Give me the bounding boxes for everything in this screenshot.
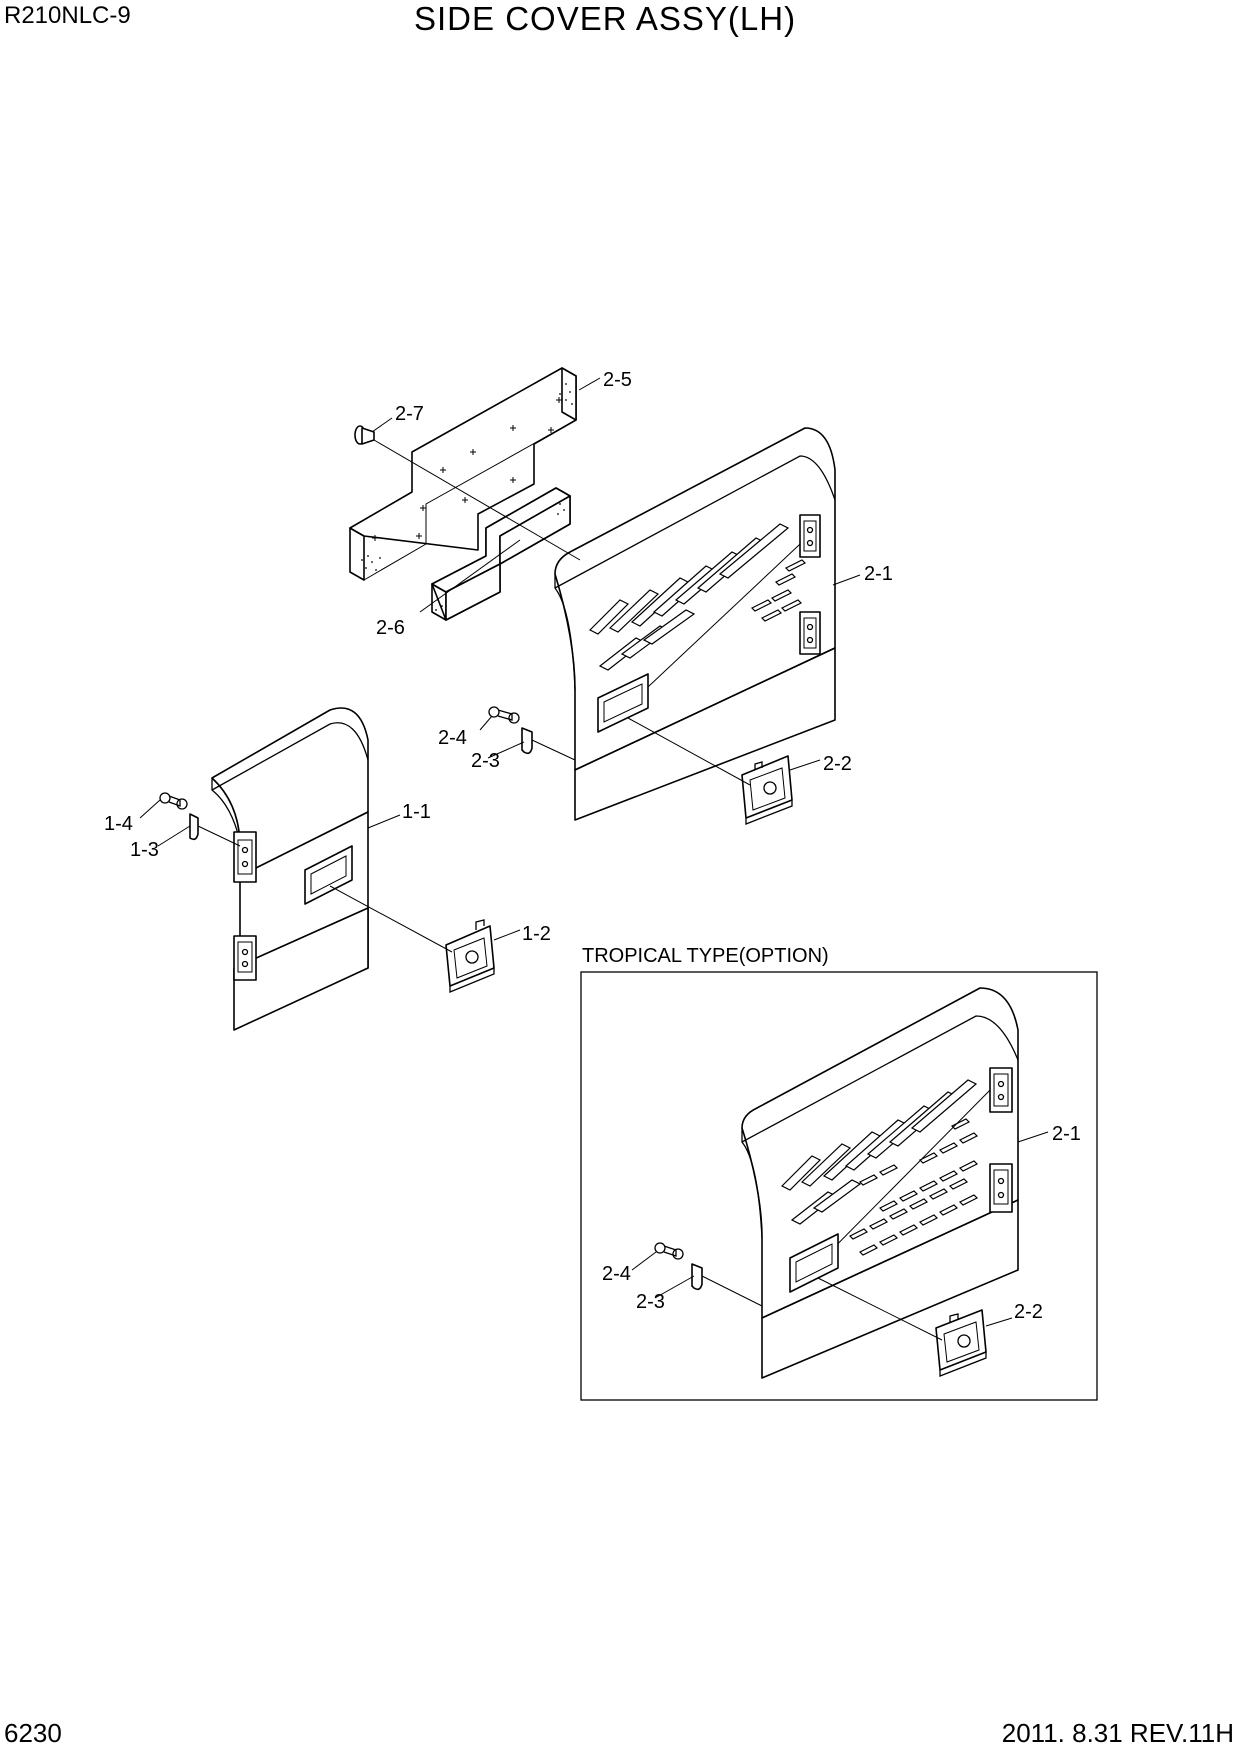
handle-recess-2-1 bbox=[597, 673, 649, 733]
bolt-tropical-2-4 bbox=[654, 1242, 684, 1260]
hinge-lower-tropical bbox=[989, 1163, 1013, 1213]
vent-slots-tropical-perforated bbox=[848, 1118, 979, 1256]
clip-tropical-2-3 bbox=[691, 1263, 703, 1291]
callout-2-6: 2-6 bbox=[376, 617, 405, 639]
model-number: R210NLC-9 bbox=[4, 2, 131, 29]
callout-1-4: 1-4 bbox=[104, 813, 133, 835]
vent-slots-perforated bbox=[750, 559, 807, 622]
tropical-inset-frame bbox=[580, 971, 1098, 1401]
callout-tropical-2-1: 2-1 bbox=[1052, 1123, 1081, 1145]
bolt-1-4 bbox=[159, 792, 188, 810]
callout-tropical-2-3: 2-3 bbox=[636, 1291, 665, 1313]
callout-2-4: 2-4 bbox=[438, 727, 467, 749]
clip-2-3 bbox=[521, 727, 533, 755]
inset-caption: TROPICAL TYPE(OPTION) bbox=[582, 945, 829, 967]
revision-date: 2011. 8.31 REV.11H bbox=[1001, 1718, 1234, 1748]
callout-2-1: 2-1 bbox=[864, 563, 893, 585]
side-cover-tropical-2-1 bbox=[741, 987, 1019, 1379]
callout-2-7: 2-7 bbox=[395, 403, 424, 425]
side-cover-1-1 bbox=[211, 707, 369, 1031]
callout-2-2: 2-2 bbox=[823, 753, 852, 775]
hinge-upper-1-1 bbox=[233, 831, 257, 883]
handle-recess-tropical bbox=[789, 1233, 839, 1293]
latch-lock-2-2 bbox=[741, 755, 793, 825]
hinge-lower-1-1 bbox=[233, 935, 257, 981]
latch-lock-tropical-2-2 bbox=[935, 1309, 987, 1377]
handle-recess-1-1 bbox=[304, 845, 353, 905]
foam-pad-upper-2-5 bbox=[349, 367, 577, 581]
latch-lock-1-2 bbox=[445, 919, 495, 993]
side-cover-2-1 bbox=[554, 427, 836, 821]
hinge-lower-2-1 bbox=[799, 611, 821, 655]
page-title: SIDE COVER ASSY(LH) bbox=[414, 0, 797, 37]
push-pin-2-7 bbox=[354, 425, 375, 445]
foam-pad-lower-2-6 bbox=[431, 487, 571, 621]
callout-1-2: 1-2 bbox=[522, 923, 551, 945]
callout-tropical-2-4: 2-4 bbox=[602, 1263, 631, 1285]
callout-tropical-2-2: 2-2 bbox=[1014, 1301, 1043, 1323]
callout-1-3: 1-3 bbox=[130, 839, 159, 861]
bolt-2-4 bbox=[488, 706, 520, 724]
hinge-upper-tropical bbox=[989, 1067, 1013, 1113]
vent-slots-upper bbox=[588, 523, 790, 671]
clip-1-3 bbox=[189, 813, 199, 841]
leader-lines bbox=[139, 377, 1049, 1341]
page-number: 6230 bbox=[4, 1718, 62, 1748]
callout-2-5: 2-5 bbox=[603, 369, 632, 391]
hinge-upper-2-1 bbox=[799, 514, 821, 558]
callout-2-3: 2-3 bbox=[471, 750, 500, 772]
callout-1-1: 1-1 bbox=[402, 801, 431, 823]
vent-slots-tropical-upper bbox=[780, 1079, 978, 1225]
